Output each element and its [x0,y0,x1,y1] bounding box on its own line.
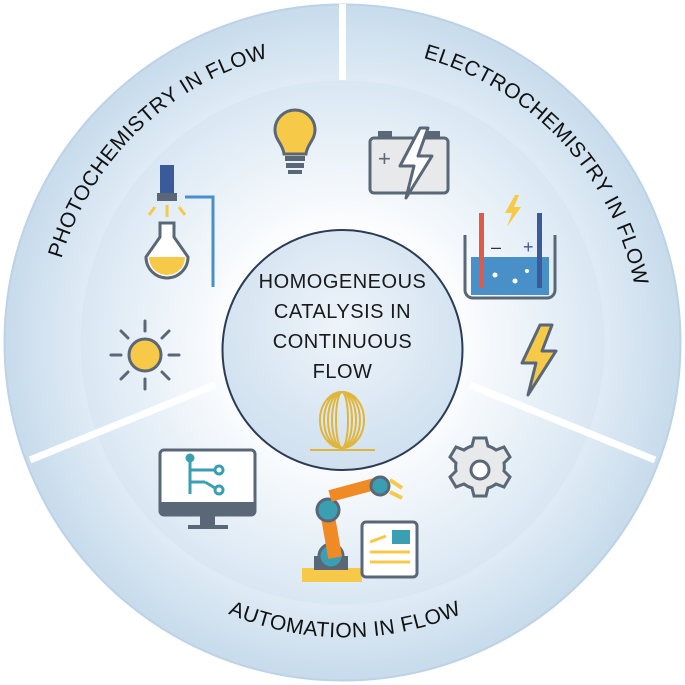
robotic-arm-icon [302,475,419,582]
electrolysis-cell-icon: – + [463,195,557,300]
light-bulb-icon [273,108,317,174]
center-circle [221,229,464,471]
battery-bolt-icon: + [368,126,450,200]
lamp-flask-icon [144,165,215,287]
center-line-3: CONTINUOUS [273,331,412,353]
coil-reactor-icon [310,391,375,451]
svg-text:–: – [491,237,501,257]
center-line-2: CATALYSIS IN [274,301,411,323]
computer-monitor-icon [158,448,257,529]
svg-text:+: + [523,237,534,257]
lightning-icon [520,323,558,397]
sun-icon [109,319,181,391]
section-dividers [28,4,657,464]
center-line-1: HOMOGENEOUS [259,271,427,293]
gear-icon [448,436,512,498]
svg-text:+: + [378,146,391,171]
center-line-4: FLOW [313,361,373,383]
